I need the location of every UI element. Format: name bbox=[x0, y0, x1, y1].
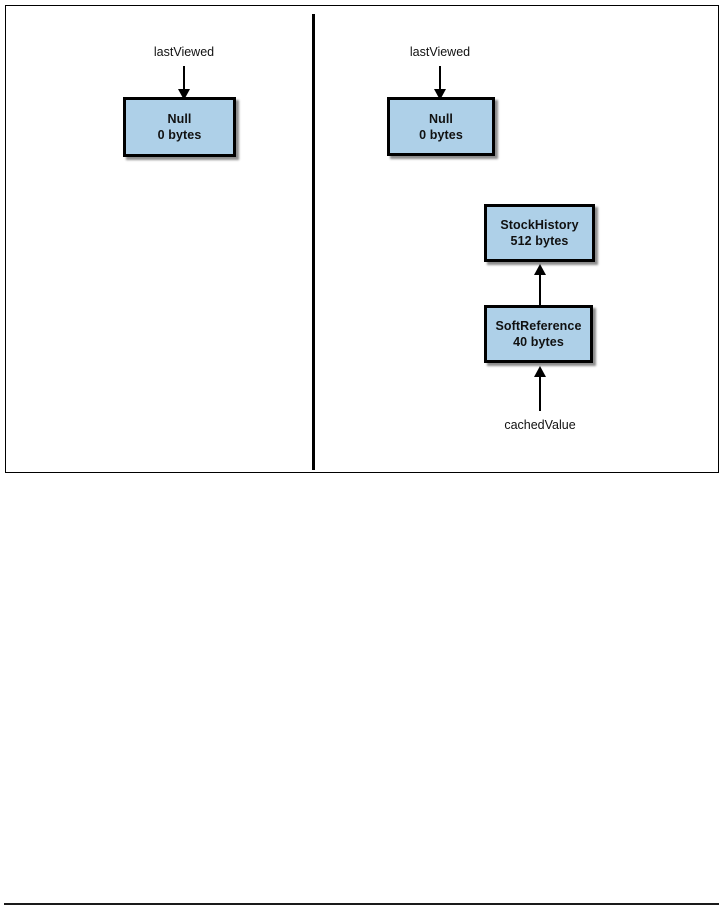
softreference-to-stockhistory-arrow-head-icon bbox=[534, 264, 546, 275]
softreference-object-box: SoftReference 40 bytes bbox=[484, 305, 593, 363]
stockhistory-object-box: StockHistory 512 bytes bbox=[484, 204, 595, 262]
figure-frame: lastViewed Null 0 bytes lastViewed Null … bbox=[5, 5, 719, 473]
softreference-to-stockhistory-arrow-shaft bbox=[539, 274, 541, 306]
bottom-rule bbox=[4, 903, 719, 905]
cachedvalue-arrow-head-icon bbox=[534, 366, 546, 377]
left-null-size: 0 bytes bbox=[157, 128, 202, 142]
cachedvalue-label: cachedValue bbox=[504, 418, 576, 432]
right-null-object-box: Null 0 bytes bbox=[387, 97, 495, 156]
right-lastviewed-label: lastViewed bbox=[409, 45, 471, 59]
right-null-size: 0 bytes bbox=[419, 127, 463, 142]
left-null-object-box: Null 0 bytes bbox=[123, 97, 236, 157]
softreference-size: 40 bytes bbox=[513, 335, 564, 349]
stockhistory-size: 512 bytes bbox=[510, 234, 569, 248]
stockhistory-title: StockHistory bbox=[500, 218, 579, 232]
cachedvalue-arrow-shaft bbox=[539, 376, 541, 411]
left-lastviewed-arrow-head-icon bbox=[178, 89, 190, 100]
left-lastviewed-arrow-shaft bbox=[183, 66, 185, 91]
left-null-title: Null bbox=[167, 112, 192, 126]
left-lastviewed-label: lastViewed bbox=[153, 45, 215, 59]
right-lastviewed-arrow-head-icon bbox=[434, 89, 446, 100]
softreference-title: SoftReference bbox=[495, 319, 582, 333]
right-null-title: Null bbox=[428, 111, 453, 126]
panel-divider bbox=[312, 14, 315, 470]
right-lastviewed-arrow-shaft bbox=[439, 66, 441, 91]
